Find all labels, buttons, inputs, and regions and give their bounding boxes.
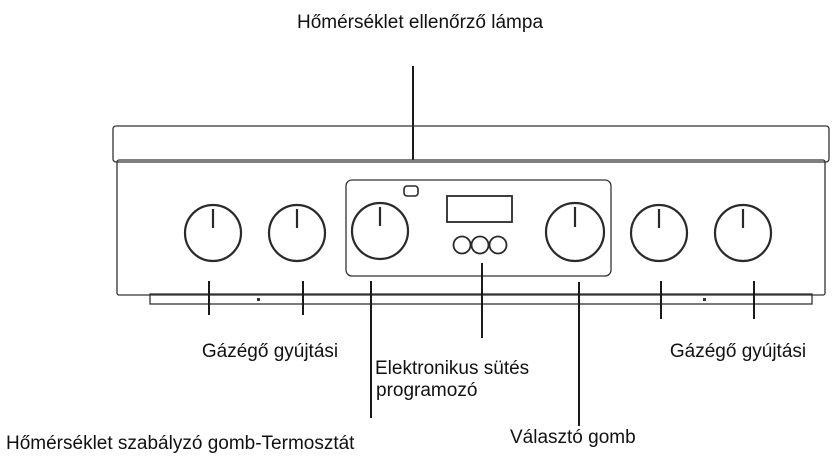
label-programmer-line2: programozó xyxy=(376,380,477,401)
temperature-lamp-icon xyxy=(403,185,419,197)
panel-face xyxy=(116,159,826,296)
label-temperature-lamp: Hőmérséklet ellenőrző lámpa xyxy=(297,12,543,33)
label-burner-ignition-right: Gázégő gyújtási xyxy=(670,341,806,362)
panel-lip-mark xyxy=(703,298,706,301)
programmer-button-1[interactable] xyxy=(452,235,472,255)
burner-knob-3[interactable] xyxy=(629,203,689,263)
label-burner-ignition-left: Gázégő gyújtási xyxy=(202,341,338,362)
label-thermostat: Hőmérséklet szabályzó gomb-Termosztát xyxy=(6,433,355,454)
selector-knob[interactable] xyxy=(544,201,606,263)
thermostat-knob[interactable] xyxy=(350,201,410,261)
burner-knob-4[interactable] xyxy=(713,203,773,263)
central-module xyxy=(345,179,612,277)
burner-knob-2[interactable] xyxy=(267,203,327,263)
panel-top-rim xyxy=(112,125,830,163)
label-programmer-line1: Elektronikus sütés xyxy=(375,358,529,379)
programmer-button-3[interactable] xyxy=(488,235,508,255)
label-selector: Választó gomb xyxy=(510,427,636,448)
programmer-button-2[interactable] xyxy=(470,235,490,255)
programmer-display xyxy=(446,195,513,223)
panel-lip-mark xyxy=(257,298,260,301)
burner-knob-1[interactable] xyxy=(183,203,243,263)
